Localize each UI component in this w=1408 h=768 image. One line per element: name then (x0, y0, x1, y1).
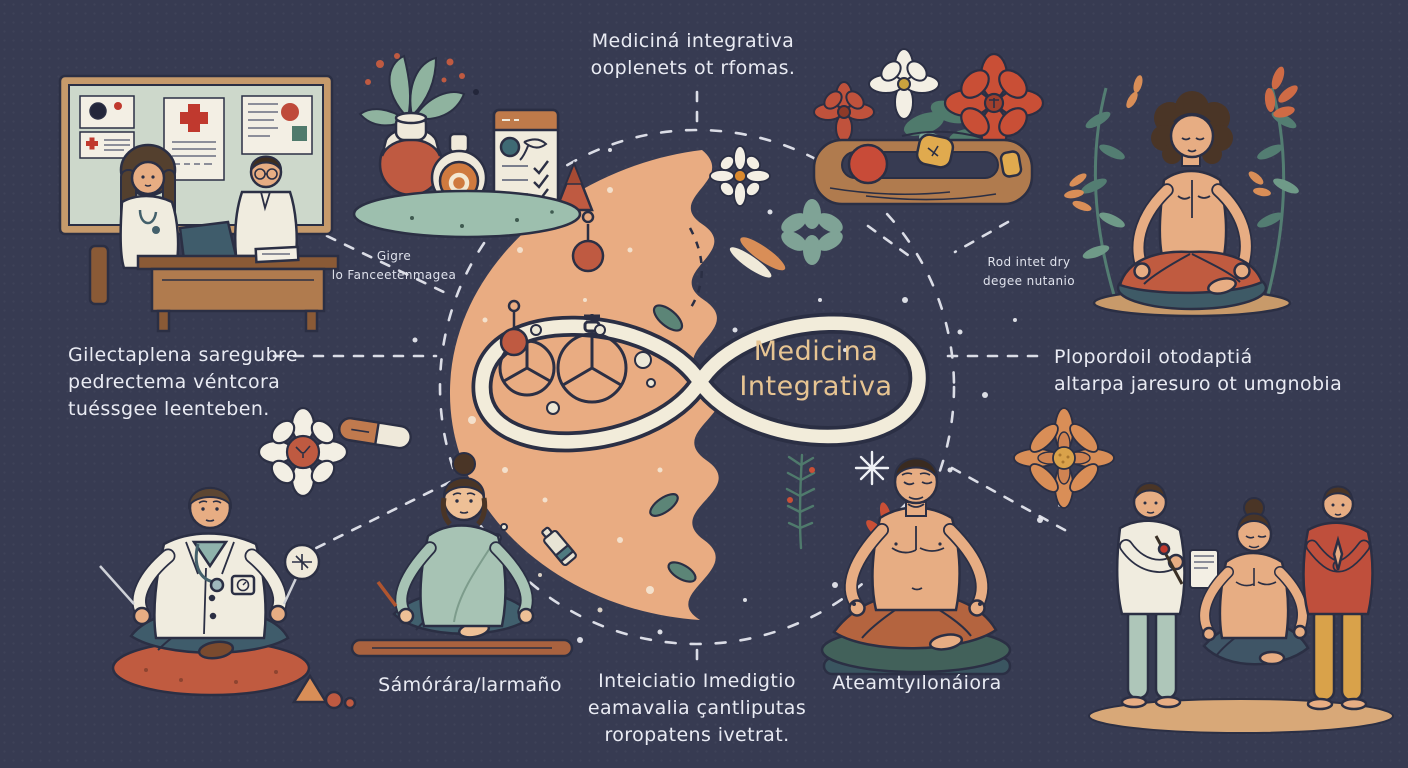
inner-dashed-arc (686, 227, 703, 313)
practitioner-trio (1088, 482, 1394, 734)
berry-dots (365, 53, 479, 95)
tray-specks (410, 210, 554, 228)
flower-basket (812, 48, 1045, 206)
label-meditation-right: Ateamtyılonáiora (832, 672, 1002, 694)
caption-left: Gilectaplena saregubre pedrectema véntco… (68, 342, 308, 423)
clover-flower-icon (781, 199, 843, 265)
chair-left (88, 244, 110, 306)
flower-and-capsule (257, 406, 412, 498)
acupuncture-needle (99, 565, 135, 605)
meditation-woman-plants (1064, 66, 1299, 318)
white-daisy (257, 406, 349, 498)
asterisk-flower-icon (854, 450, 890, 486)
capsule-icon (338, 417, 412, 450)
caption-bottom: Inteiciatio Imedigtio eamavalia çantlipu… (557, 668, 837, 749)
daisy-icon (709, 145, 771, 207)
herbal-shelf (352, 53, 594, 239)
plants-right (1248, 66, 1299, 296)
medical-posters (79, 95, 313, 181)
orange-feather-icon (729, 237, 786, 278)
desk (136, 220, 340, 333)
small-cone (291, 673, 329, 704)
figure (1118, 91, 1264, 295)
seated-meditator (1198, 497, 1310, 666)
plants-left (1064, 75, 1143, 296)
meditating-doctor (99, 486, 357, 710)
pebble (343, 696, 357, 710)
white-flower (868, 48, 940, 120)
apple (847, 143, 889, 185)
caption-bottom-line2: eamavalia çantliputas (587, 696, 807, 719)
rosemary-sprig-icon (785, 453, 816, 550)
caption-right: Plopordoil otodaptiá altarpa jaresuro ot… (1054, 344, 1354, 398)
torso (871, 506, 961, 612)
caption-right-line2: altarpa jaresuro ot umgnobia (1054, 372, 1343, 395)
leaf-icons (649, 304, 697, 583)
center-title-line1: Medicina (753, 336, 879, 367)
notepad (1189, 549, 1219, 589)
caption-left-line3: tuéssgee leenteben. (68, 397, 270, 420)
sage-sweater (419, 524, 507, 628)
consultation-scene (58, 74, 340, 333)
note-left-line2: lo Fanceetenmagea (331, 268, 457, 283)
standing-practitioner-red (1302, 485, 1374, 711)
center-composition (449, 145, 930, 620)
peach-speckles (468, 187, 663, 613)
pebble (324, 690, 344, 710)
dahlia-flower (1013, 407, 1115, 509)
caption-bottom-line1: Inteiciatio Imedigtio (598, 670, 796, 692)
doctor-woman (119, 143, 180, 270)
figure (376, 452, 535, 639)
caption-bottom-line3: roropatens ivetrat. (604, 723, 790, 746)
caption-right-line1: Plopordoil otodaptiá (1054, 346, 1253, 368)
caption-top-line1: Mediciná integrativa (591, 30, 795, 52)
plant-leaves (358, 54, 466, 127)
meditation-woman-sage (350, 452, 574, 658)
figure (832, 457, 998, 651)
prayer-hands (1332, 535, 1344, 571)
caption-top: Mediciná integrativa ooplenets ot rfomas… (553, 28, 833, 82)
herb-vase (378, 111, 444, 197)
note-right: Rod intet dry degee nutanio (966, 253, 1092, 291)
standing-practitioner-white (1115, 482, 1186, 709)
incense-stick (376, 580, 398, 608)
red-flower-big (943, 52, 1045, 154)
note-right-line2: degee nutanio (983, 274, 1075, 289)
peach-half-disc (449, 150, 720, 620)
shelf-tray (352, 189, 582, 239)
label-meditation-left: Sámórára/larmaño (378, 674, 562, 696)
caption-left-line2: pedrectema véntcora (68, 370, 281, 393)
caption-top-line2: ooplenets ot rfomas. (590, 56, 796, 79)
ointment-tube-icon (541, 526, 577, 567)
meditation-man (820, 457, 1012, 676)
note-right-line1: Rod intet dry (987, 255, 1071, 269)
note-left-line1: Gigre (376, 249, 412, 263)
center-title: Medicina Integrativa (726, 334, 906, 404)
center-title-line2: Integrativa (739, 371, 893, 403)
caption-left-line1: Gilectaplena saregubre (68, 344, 298, 366)
figure (99, 486, 321, 660)
wooden-trough (812, 133, 1034, 206)
dashed-ring (438, 128, 956, 646)
red-flower-small (813, 81, 875, 143)
loop-bubbles (492, 324, 656, 543)
note-left: Gigre lo Fanceetenmagea (320, 247, 468, 285)
